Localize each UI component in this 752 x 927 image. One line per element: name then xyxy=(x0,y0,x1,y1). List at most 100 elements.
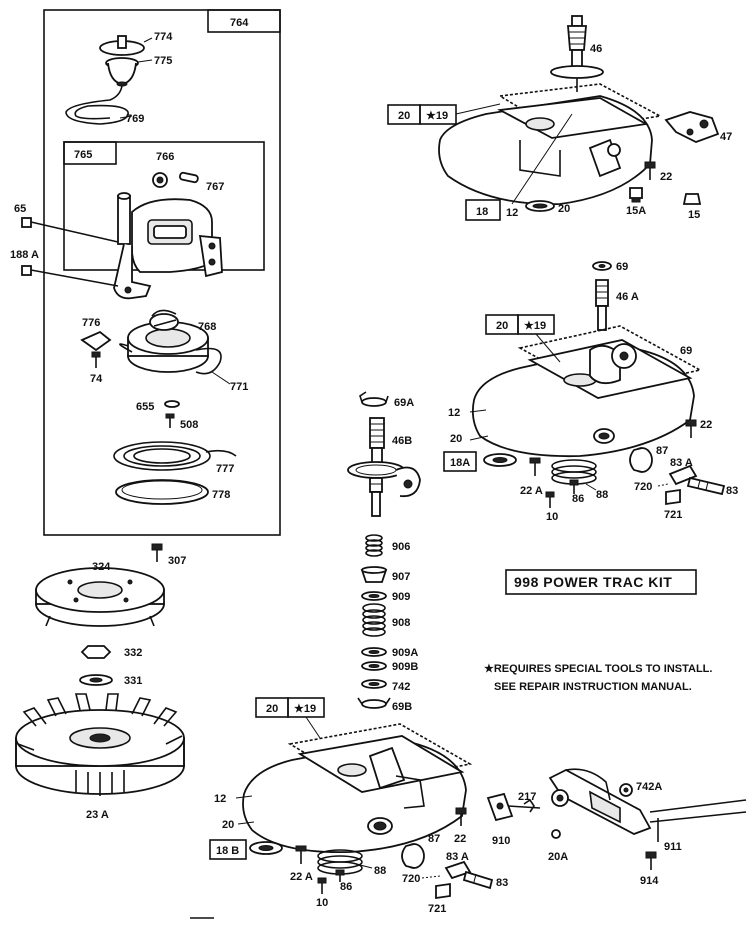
starter-rope xyxy=(65,85,129,125)
label-909: 909 xyxy=(392,591,410,603)
plug-15 xyxy=(682,193,702,205)
screw-307 xyxy=(151,543,163,562)
box-20-star19-mid: 20 ★19 xyxy=(485,314,561,363)
label-914: 914 xyxy=(640,875,659,887)
cover-778 xyxy=(115,479,209,505)
spring-906 xyxy=(365,534,383,557)
nut-742a xyxy=(619,783,633,797)
label-47: 47 xyxy=(720,131,732,143)
screw-914 xyxy=(645,851,657,870)
ring-20a xyxy=(551,829,561,839)
label-771: 771 xyxy=(230,381,248,393)
label-86-mid: 86 xyxy=(572,493,584,505)
rewind-spring-777 xyxy=(113,441,237,471)
svg-text:18A: 18A xyxy=(450,457,470,469)
starter-housing-bracket xyxy=(113,192,223,300)
screw-22-mid xyxy=(685,419,697,438)
lever-47 xyxy=(664,111,720,143)
gasket-top xyxy=(497,83,663,133)
bolt-65 xyxy=(21,217,119,243)
label-909A: 909A xyxy=(392,647,418,659)
label-908: 908 xyxy=(392,617,410,629)
label-774: 774 xyxy=(154,31,173,43)
label-22a-mid: 22 A xyxy=(520,485,543,497)
label-10-mid: 10 xyxy=(546,511,558,523)
label-721-mid: 721 xyxy=(664,509,682,521)
power-trac-kit-stack: 69A 46B 906 907 xyxy=(347,391,421,713)
label-22-top: 22 xyxy=(660,171,672,183)
box-18-top: 18 xyxy=(465,199,501,221)
screw-74 xyxy=(91,351,101,368)
screw-22a-mid xyxy=(529,457,541,476)
label-742A: 742A xyxy=(636,781,662,793)
box-20-star19-bottom: 20 ★19 xyxy=(255,697,325,739)
label-769: 769 xyxy=(126,113,144,125)
label-87-mid: 87 xyxy=(656,445,668,457)
power-trac-kit-label: 998 POWER TRAC KIT xyxy=(505,569,697,595)
label-777: 777 xyxy=(216,463,234,475)
label-655: 655 xyxy=(136,401,154,413)
screw-22-top xyxy=(644,161,656,180)
screw-10-mid xyxy=(545,491,555,508)
label-22-mid: 22 xyxy=(700,419,712,431)
svg-text:★19: ★19 xyxy=(524,320,546,332)
label-46a: 46 A xyxy=(616,291,639,303)
fitting-83a-bottom xyxy=(444,860,494,890)
bushing-87-bottom xyxy=(401,843,425,869)
label-776: 776 xyxy=(82,317,100,329)
box-18b: 18 B xyxy=(209,839,247,860)
label-12-bottom: 12 xyxy=(214,793,226,805)
label-907: 907 xyxy=(392,571,410,583)
gear-case-mid xyxy=(471,339,695,458)
label-46B: 46B xyxy=(392,435,412,447)
spring-771 xyxy=(195,347,222,375)
label-911: 911 xyxy=(664,841,682,853)
retainer-655 xyxy=(164,400,180,408)
nut-332 xyxy=(80,645,112,659)
label-86-bottom: 86 xyxy=(340,881,352,893)
special-tools-note-line1: ★REQUIRES SPECIAL TOOLS TO INSTALL. xyxy=(484,663,712,675)
svg-text:18 B: 18 B xyxy=(216,845,239,857)
label-307: 307 xyxy=(168,555,186,567)
label-20A: 20A xyxy=(548,851,568,863)
control-bracket-911 xyxy=(548,768,747,842)
clip-721-mid xyxy=(665,488,681,506)
screw-86-mid xyxy=(569,479,579,494)
starter-assembly-group: 764 774 775 769 765 766 767 xyxy=(43,9,281,536)
bushing-87-mid xyxy=(629,447,653,473)
screw-10-bottom xyxy=(317,877,327,894)
svg-text:★19: ★19 xyxy=(426,110,448,122)
starter-handle xyxy=(99,35,145,87)
label-766: 766 xyxy=(156,151,174,163)
box-20-star19-top: 20 ★19 xyxy=(387,103,501,125)
shaft-46a xyxy=(595,279,609,331)
label-88-bottom: 88 xyxy=(374,865,386,877)
label-508: 508 xyxy=(180,419,198,431)
label-83-bottom: 83 xyxy=(496,877,508,889)
label-778: 778 xyxy=(212,489,230,501)
label-22a-bottom: 22 A xyxy=(290,871,313,883)
label-332: 332 xyxy=(124,647,142,659)
cup-907 xyxy=(360,566,388,583)
label-720-mid: 720 xyxy=(634,481,652,493)
label-74: 74 xyxy=(90,373,103,385)
svg-text:20: 20 xyxy=(496,320,508,332)
label-23a: 23 A xyxy=(86,809,109,821)
label-188a: 188 A xyxy=(10,249,39,261)
box-18a: 18A xyxy=(443,451,477,472)
label-765: 765 xyxy=(74,149,92,161)
label-12-top: 12 xyxy=(506,207,518,219)
gear-46b xyxy=(347,417,421,517)
screw-22-bottom xyxy=(455,807,467,826)
gear-case-top xyxy=(438,95,653,205)
spring-908 xyxy=(362,603,386,637)
label-87-bottom: 87 xyxy=(428,833,440,845)
label-324: 324 xyxy=(92,561,111,573)
pulley-768 xyxy=(119,309,209,373)
svg-text:998 POWER TRAC KIT: 998 POWER TRAC KIT xyxy=(514,574,672,590)
screw-508 xyxy=(165,413,175,428)
clip-721-bottom xyxy=(435,882,451,900)
middle-gear-case-assembly: 69 46 A 69 12 20 20 ★19 xyxy=(443,261,738,523)
